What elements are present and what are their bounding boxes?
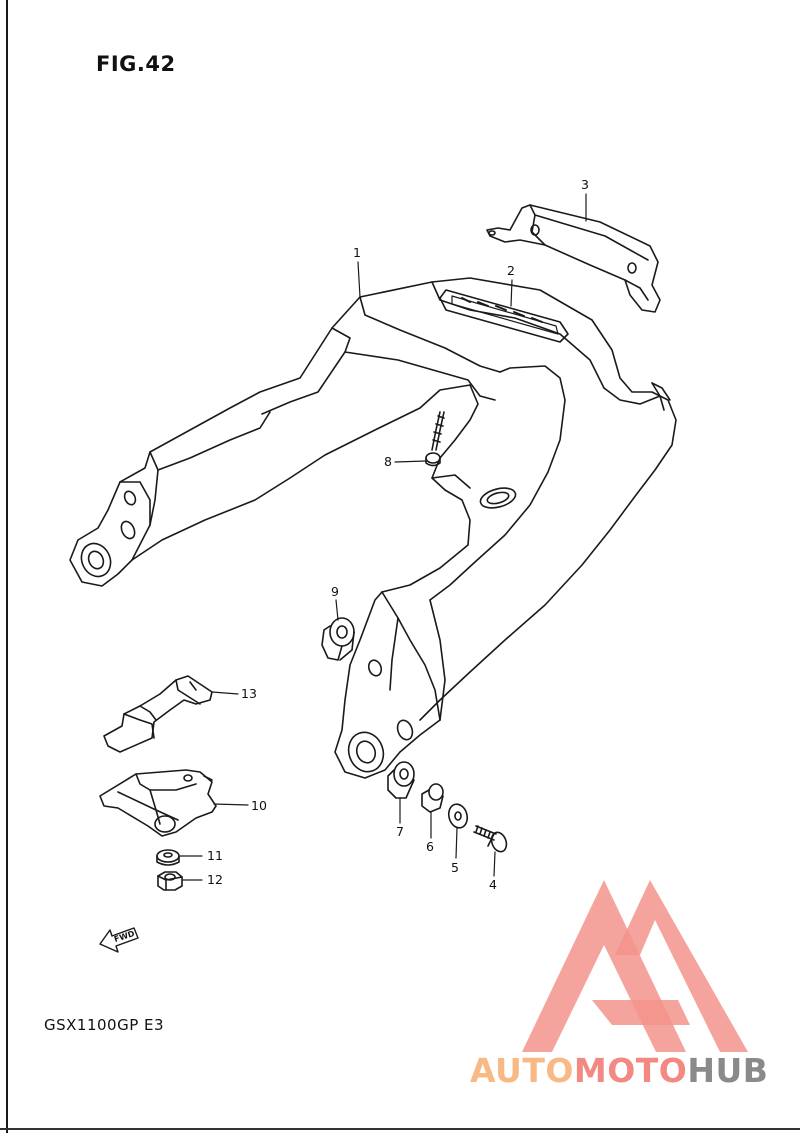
callout-6: 6	[426, 839, 434, 854]
part-9-cushion	[321, 617, 355, 661]
watermark-part-hub: HUB	[687, 1051, 769, 1090]
figure-title: FIG.42	[96, 52, 176, 76]
watermark-text: AUTOMOTOHUB	[470, 1051, 768, 1090]
model-code: GSX1100GP E3	[44, 1016, 165, 1034]
page-edge-bottom	[0, 1128, 800, 1130]
callout-11: 11	[207, 848, 223, 863]
callout-9: 9	[331, 584, 339, 599]
part-10-bracket-plate	[99, 769, 217, 837]
part-1-seat-tail-cover	[69, 277, 677, 779]
part-7-grommet	[387, 761, 415, 799]
callout-8: 8	[384, 454, 392, 469]
callout-2: 2	[507, 263, 515, 278]
callout-1: 1	[353, 245, 361, 260]
part-13-strap	[103, 675, 213, 753]
part-12-nut	[157, 871, 183, 891]
leader-lines	[179, 193, 587, 881]
watermark-part-moto: MOTO	[573, 1051, 688, 1090]
callout-12: 12	[207, 872, 223, 887]
callout-13: 13	[241, 686, 257, 701]
part-8-screw	[425, 411, 445, 467]
part-2-emblem	[439, 289, 569, 343]
watermark-logo-icon	[522, 880, 748, 1052]
watermark-part-auto: AUTO	[470, 1051, 574, 1090]
part-5-washer	[447, 803, 469, 829]
callout-4: 4	[489, 877, 497, 892]
part-6-collar	[421, 783, 444, 813]
fwd-arrow-icon	[99, 927, 139, 953]
part-11-washer	[156, 849, 180, 866]
callout-7: 7	[396, 824, 404, 839]
part-4-bolt	[473, 825, 508, 853]
part-3-rear-bracket	[486, 204, 661, 313]
callout-3: 3	[581, 177, 589, 192]
callout-10: 10	[251, 798, 267, 813]
page-edge-left	[6, 0, 8, 1133]
callout-5: 5	[451, 860, 459, 875]
